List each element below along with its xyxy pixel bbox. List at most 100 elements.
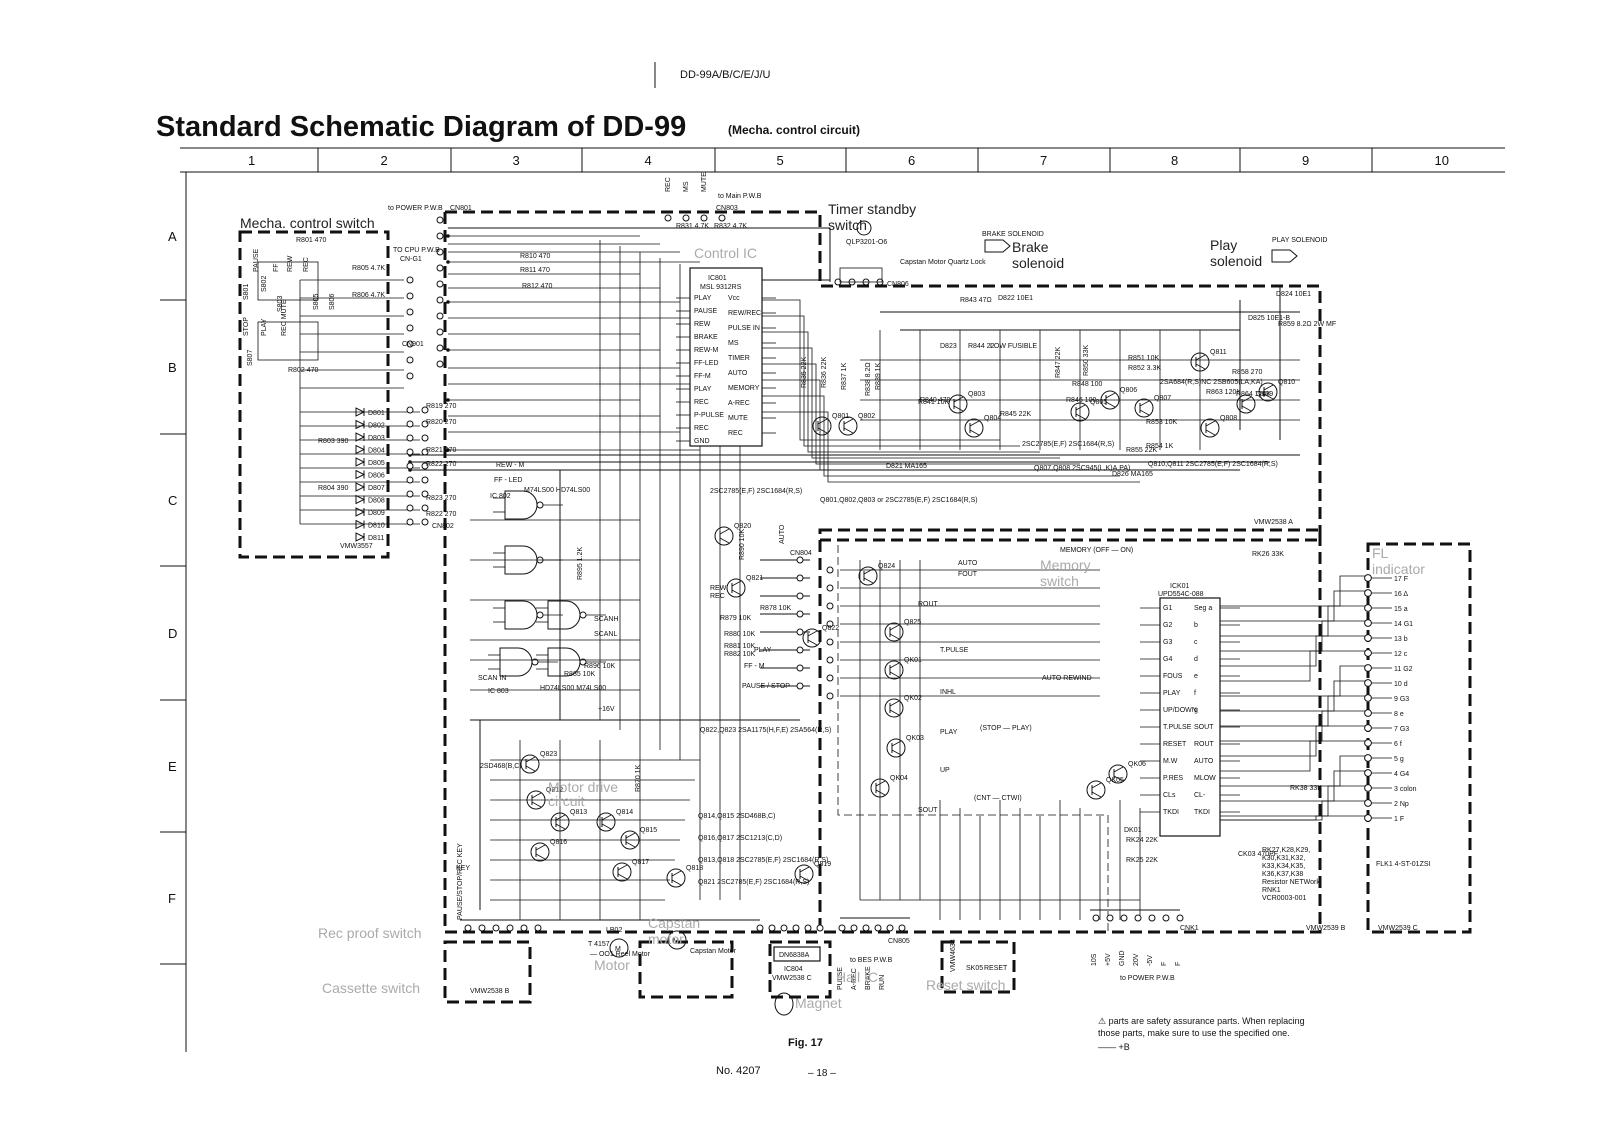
capstan-motor-label-1: Capstan <box>648 915 700 931</box>
resistor-network-note: RK27,K28,K29,K30,K31,K32,K33,K34,K35,K36… <box>1262 847 1320 902</box>
page-title: Standard Schematic Diagram of DD-99 <box>156 111 686 143</box>
rk26-label: RK26 33K <box>1252 551 1284 558</box>
auto-label: AUTO <box>958 560 978 567</box>
reel-motor-tag: — OO1 Reel Motor <box>590 951 651 958</box>
scan-in-label: SCAN IN <box>478 675 506 682</box>
memory-switch-label-2: switch <box>1040 573 1079 589</box>
transistor-symbol-22 <box>520 754 540 774</box>
fl-indicator-label-1: FL <box>1372 545 1389 561</box>
play-solenoid-label-1: Play <box>1210 237 1237 253</box>
column-label-9: 9 <box>1302 153 1309 168</box>
fl-pin-16: 16 Δ <box>1394 591 1408 598</box>
cnt-ctwi-label: (CNT — CTWI) <box>974 795 1022 802</box>
capstan-motor-symbol <box>667 930 687 950</box>
cnk1-pin-6: F <box>1175 962 1182 966</box>
cn806-label: CN806 <box>887 281 909 288</box>
nand-gate-3 <box>499 647 533 677</box>
transistor-symbol-13 <box>596 812 616 832</box>
fl-pin-3: 3 colon <box>1394 786 1417 793</box>
ick01-name: ICK01 <box>1170 583 1190 590</box>
page-number: – 18 – <box>808 1068 836 1079</box>
ic802-label: IC 802 <box>490 493 511 500</box>
transistor-q823: Q823 <box>540 751 557 758</box>
timer-switch-part: QLP3201-O6 <box>846 239 887 246</box>
t-pulse-label: T.PULSE <box>940 647 969 654</box>
led-d802-symbol <box>355 419 366 430</box>
transistor-q807: Q807 <box>1154 395 1171 402</box>
resistor-b-17: R858 270 <box>1232 369 1262 376</box>
document-number: No. 4207 <box>716 1065 761 1077</box>
ic801-left-pins: PLAYPAUSEREWBRAKEREW-MFF-LEDFF-MPLAYRECP… <box>676 295 724 445</box>
cn-g1-label: CN-G1 <box>400 256 422 263</box>
led-d806-symbol <box>355 469 366 480</box>
transistor-qk01: QK01 <box>904 657 922 664</box>
transistor-q815: Q815 <box>640 827 657 834</box>
transistor-symbol-16 <box>612 862 632 882</box>
resistor-b-8: R846 100 <box>1066 397 1096 404</box>
row-label-A: A <box>168 229 177 244</box>
tr-note-q821: Q821 2SC2785(E,F) 2SC1684(R,S) <box>698 879 809 886</box>
transistor-symbol-29 <box>1086 780 1106 800</box>
cn803-pin-rec: REC <box>665 177 672 192</box>
transistor-q801: Q801 <box>832 413 849 420</box>
fl-pin-7: 7 G3 <box>1394 726 1409 733</box>
resistor-top-9: R831 4.7K <box>676 223 709 230</box>
resistor-b-6: R841 10K <box>918 399 949 406</box>
vmw2539b-label: VMW2539 B <box>1306 925 1346 932</box>
transistor-symbol-19 <box>714 526 734 546</box>
fl-pin-15: 15 a <box>1394 606 1408 613</box>
transistor-qk03: QK03 <box>906 735 924 742</box>
tr-note-q816: Q816,Q817 2SC1213(C,D) <box>698 835 782 842</box>
sk05-label: SK05 <box>966 965 983 972</box>
grid-frame <box>160 147 1505 1052</box>
r859-label: R859 8.2Ω 2W MF <box>1278 321 1336 328</box>
ick01-pin-left-10: P.RES <box>1163 775 1183 782</box>
dn6838a-body <box>773 946 821 962</box>
cn805-pin-pulse: PULSE <box>837 967 844 990</box>
led-d808-symbol <box>355 494 366 505</box>
switch-label-0: PAUSE <box>253 248 260 272</box>
ic803-label: IC 803 <box>488 688 509 695</box>
resistor-top-8: R812 470 <box>522 283 552 290</box>
fl-pin-10: 10 d <box>1394 681 1408 688</box>
ic801-pin-right-7: A-REC <box>728 400 750 407</box>
fl-pin-11: 11 G2 <box>1394 666 1413 673</box>
ic801-pin-left-11: GND <box>694 438 710 445</box>
resistor-b-2: R837 1K <box>841 362 848 390</box>
resistor-b-7: R845 22K <box>1000 411 1031 418</box>
resistor-b-18: R863 120K <box>1206 389 1241 396</box>
fl-pin-12: 12 c <box>1394 651 1408 658</box>
transistor-symbol-26 <box>884 698 904 718</box>
to-main-pwb: to Main P.W.B <box>718 193 762 200</box>
ick01-pin-left-0: G1 <box>1163 605 1172 612</box>
ic804-label: IC804 <box>784 966 803 973</box>
reel-motor-label: Motor <box>594 957 630 973</box>
ick01-pin-right-2: c <box>1194 639 1198 646</box>
figure-label: Fig. 17 <box>788 1037 823 1049</box>
resistor-top-10: R832 4.7K <box>714 223 747 230</box>
resistor-b-14: R853 10K <box>1146 419 1177 426</box>
transistor-q820: Q820 <box>734 523 751 530</box>
transistor-symbol-9 <box>1258 382 1278 402</box>
cn805-pin-brake: BRAKE <box>865 966 872 990</box>
transistor-symbol-12 <box>550 812 570 832</box>
capstan-motor-tag: Capstan Motor <box>690 948 737 955</box>
switch-label-12: S806 <box>329 294 336 310</box>
row-label-E: E <box>168 759 177 774</box>
ic801-pin-left-2: REW <box>694 321 711 328</box>
scanl-label: SCANL <box>594 631 617 638</box>
r801-label: R801 470 <box>296 237 326 244</box>
safety-note-line-2: those parts, make sure to use the specif… <box>1098 1028 1290 1038</box>
transistor-symbol-14 <box>620 830 640 850</box>
tr-note-q813: Q813,Q818 2SC2785(E,F) 2SC1684(R,S) <box>698 857 828 864</box>
fl-pin-2: 2 Np <box>1394 801 1409 808</box>
transistor-q813: Q813 <box>570 809 587 816</box>
fl-indicator-label-2: indicator <box>1372 561 1425 577</box>
ic801-pin-left-7: PLAY <box>694 386 712 393</box>
magnet-symbol <box>774 992 794 1016</box>
auto-bus-label: AUTO <box>779 524 786 544</box>
ic801-pin-left-4: REW-M <box>694 347 719 354</box>
